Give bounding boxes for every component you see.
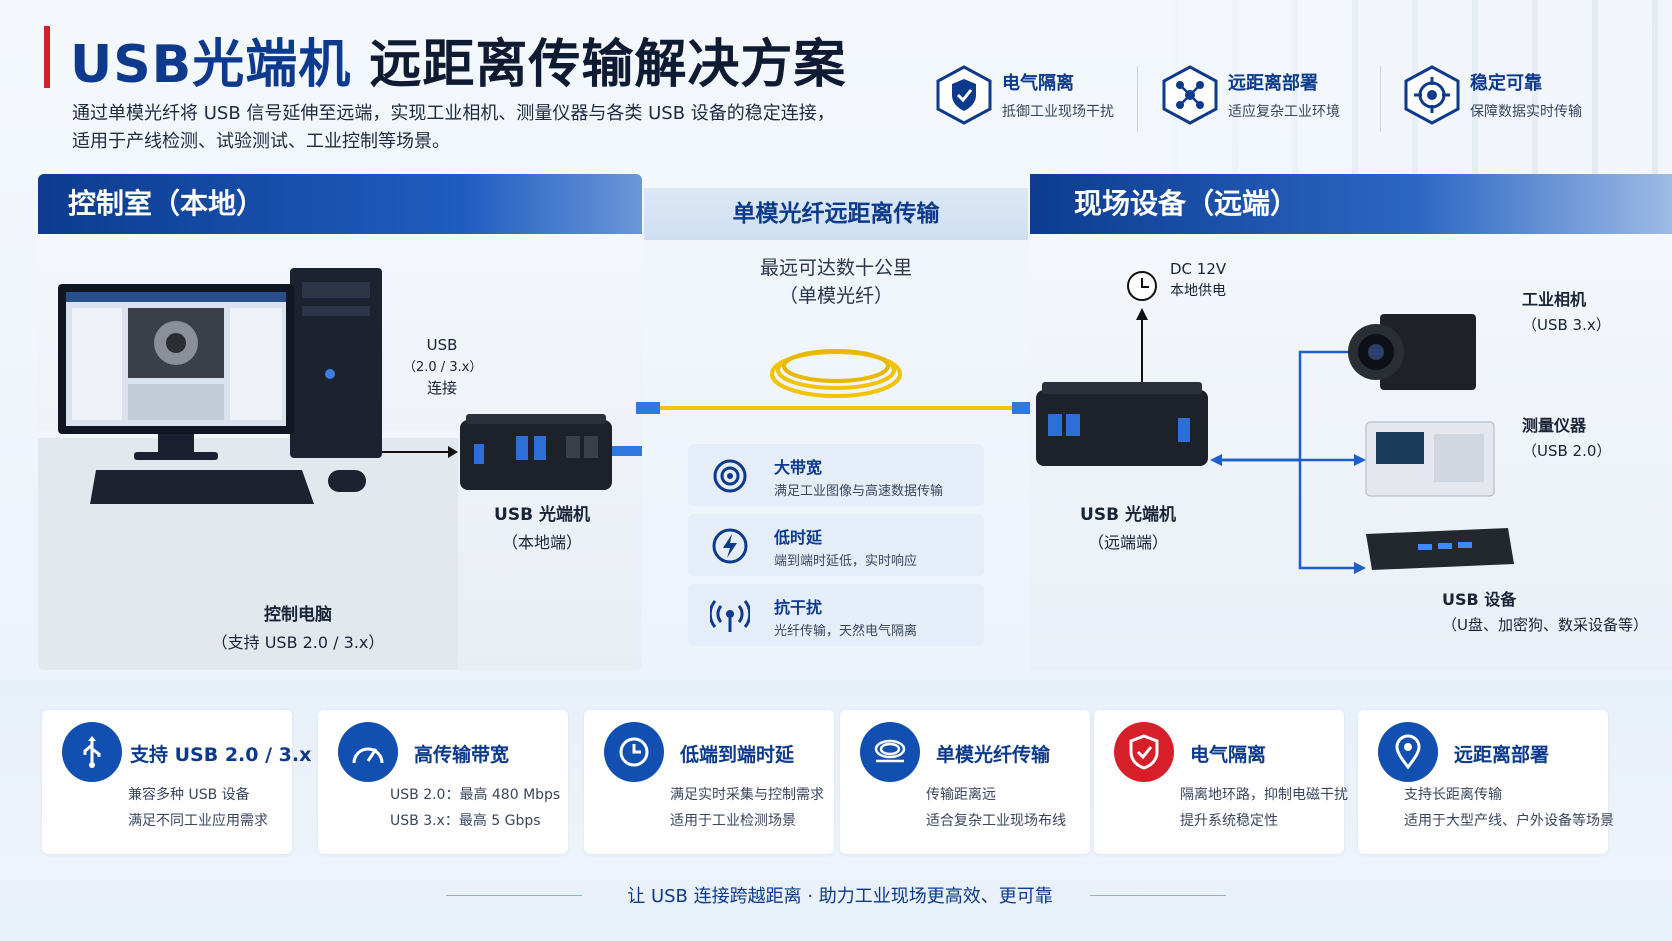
divider [1380,66,1381,132]
bandwidth-icon [713,459,747,493]
title-accent-bar [44,26,50,88]
top-feature-deploy: 远距离部署适应复杂工业环境 [1162,60,1340,130]
local-device-label: USB 光端机 （本地端） [494,505,590,552]
location-pin-icon [1378,722,1438,782]
clock-icon [604,722,664,782]
top-feature-reliable: 稳定可靠保障数据实时传输 [1404,60,1582,130]
field-devices-illustration [1036,271,1514,574]
speedometer-icon [338,722,398,782]
feature-card-fiber: 单模光纤传输 传输距离远 适合复杂工业现场布线 [840,710,1090,854]
latency-card: 低时延 端到端时延低，实时响应 [688,514,984,576]
shield-check-icon [1114,722,1174,782]
feature-card-deploy: 远距离部署 支持长距离传输 适用于大型产线、户外设备等场景 [1358,710,1614,854]
top-feature-isolation: 电气隔离抵御工业现场干扰 [936,60,1114,130]
divider [446,895,582,896]
feature-card-isolation: 电气隔离 隔离地环路，抑制电磁干扰 提升系统稳定性 [1094,710,1348,854]
feature-card-latency: 低端到端时延 满足实时采集与控制需求 适用于工业检测场景 [584,710,834,854]
target-icon [1404,65,1460,125]
shield-icon [936,65,992,125]
tagline: 让 USB 连接跨越距离 · 助力工业现场更高效、更可靠 [627,886,1053,907]
control-room-header: 控制室（本地） [38,174,642,234]
divider [1090,895,1226,896]
usb-device-label: USB 设备 （U盘、加密狗、数采设备等） [1442,590,1648,634]
control-pc-illustration [38,268,642,670]
industrial-camera-label: 工业相机 （USB 3.x） [1522,290,1611,334]
page-subtitle: 通过单模光纤将 USB 信号延伸至远端，实现工业相机、测量仪器与各类 USB 设… [72,103,835,152]
field-devices-panel: 现场设备（远端） DC 12V 本地 [1030,174,1672,670]
antenna-icon [710,600,750,632]
page-title: USB光端机远距离传输解决方案 [70,35,847,95]
usb-icon [62,722,122,782]
lightning-icon [712,528,748,564]
fiber-cable-illustration [636,349,1036,414]
control-room-panel: 控制室（本地） USB [38,174,642,670]
remote-device-label: USB 光端机 （远端端） [1080,505,1176,552]
fiber-icon [860,722,920,782]
network-icon [1162,65,1218,125]
feature-card-bandwidth: 高传输带宽 USB 2.0：最高 480 Mbps USB 3.x：最高 5 G… [318,710,568,854]
anti-interference-card: 抗干扰 光纤传输，天然电气隔离 [688,584,984,646]
divider [1137,66,1138,132]
bandwidth-card: 大带宽 满足工业图像与高速数据传输 [688,444,984,506]
field-devices-header: 现场设备（远端） [1030,174,1672,234]
pc-label: 控制电脑 （支持 USB 2.0 / 3.x） [211,605,385,652]
usb-connection-label: USB （2.0 / 3.x） 连接 [403,336,483,397]
measuring-instrument-label: 测量仪器 （USB 2.0） [1522,416,1612,460]
feature-card-usb: 支持 USB 2.0 / 3.x 兼容多种 USB 设备 满足不同工业应用需求 [42,710,311,854]
fiber-section-header: 单模光纤远距离传输 [644,188,1028,240]
distance-label: 最远可达数十公里 （单模光纤） [759,257,912,307]
power-label: DC 12V 本地供电 [1170,260,1227,299]
